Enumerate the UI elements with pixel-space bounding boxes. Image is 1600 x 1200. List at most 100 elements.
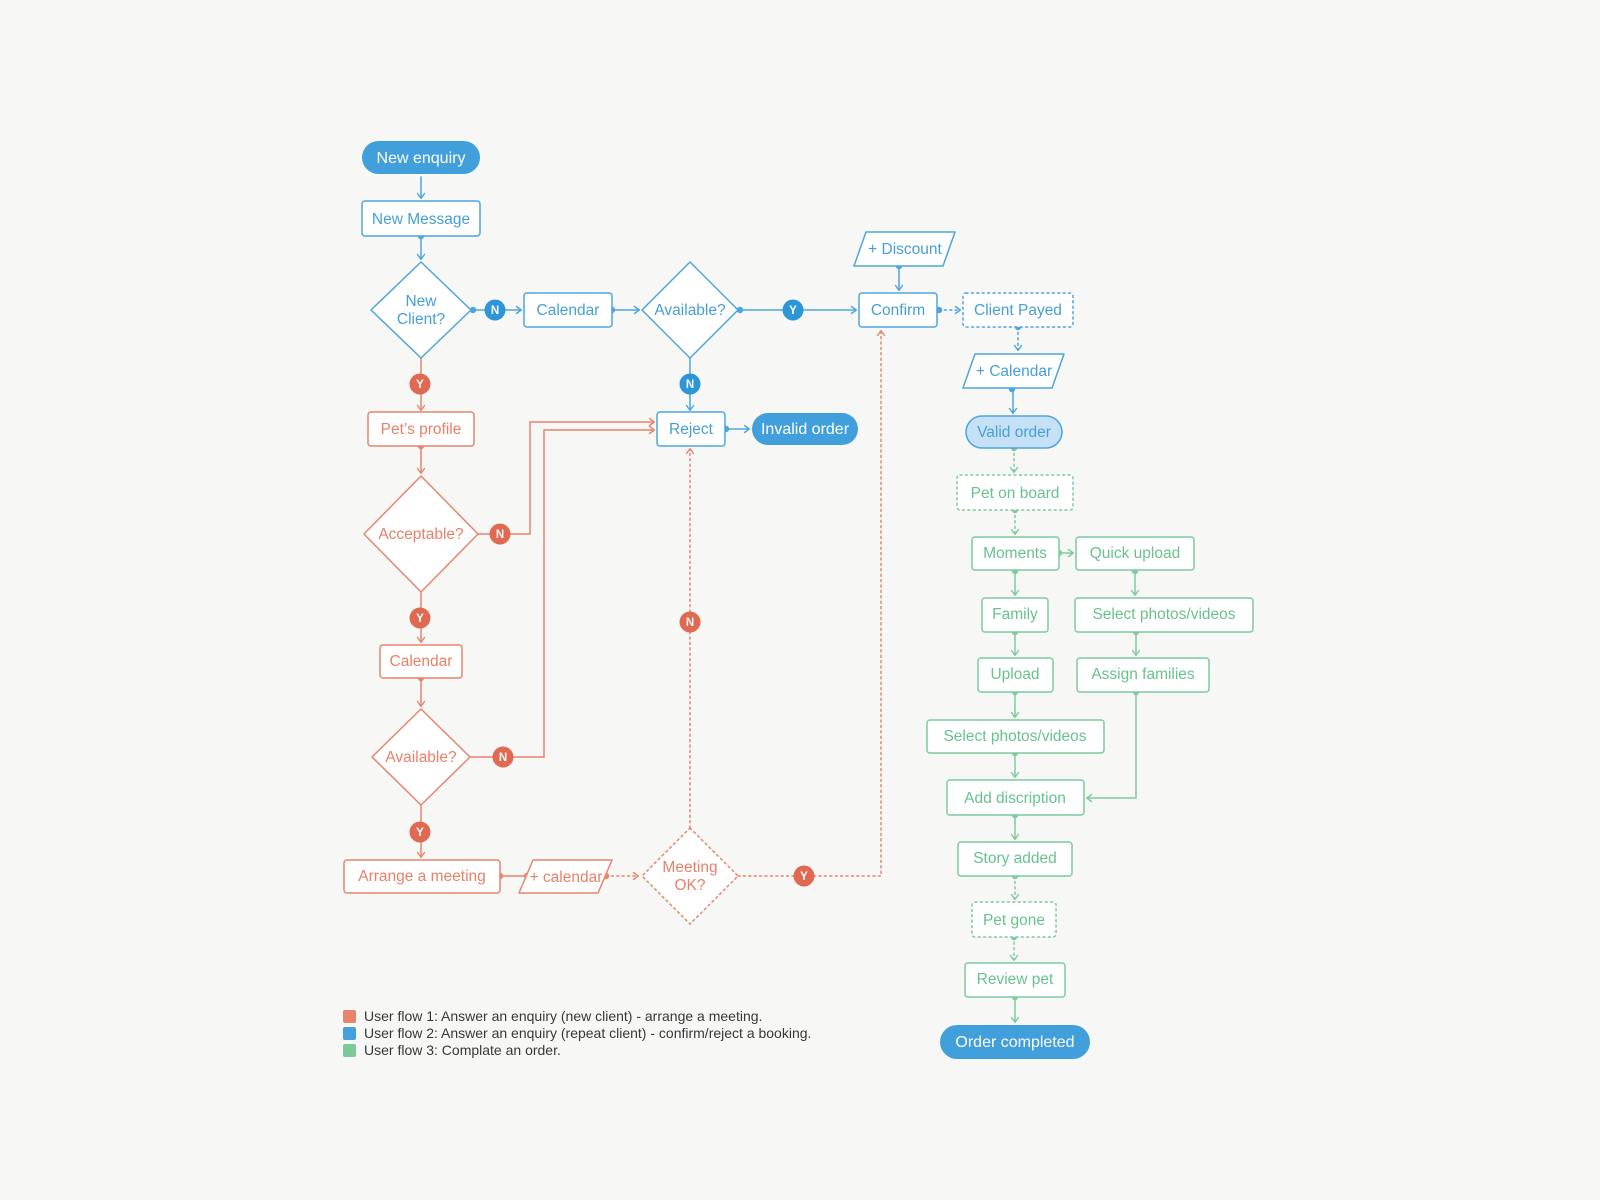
connector-dot xyxy=(469,306,477,314)
node-order-completed: Order completed xyxy=(940,1025,1090,1059)
legend-text-flow3: User flow 3: Complate an order. xyxy=(364,1042,561,1058)
meeting-ok-label-line1: Meeting xyxy=(662,859,717,876)
confirm-box xyxy=(858,292,938,328)
calendar-blue-label: Calendar xyxy=(537,302,600,319)
node-pet-on-board: Pet on board xyxy=(956,474,1074,511)
available-blue-diamond xyxy=(641,261,739,359)
svg-text:Y: Y xyxy=(416,379,424,391)
badge-available-red-no: N xyxy=(492,746,514,768)
arrange-meeting-box xyxy=(343,859,501,894)
order-completed-label: Order completed xyxy=(955,1034,1074,1051)
node-new-enquiry: New enquiry xyxy=(362,141,480,174)
node-add-discription: Add discription xyxy=(946,779,1085,816)
invalid-order-label: Invalid order xyxy=(761,421,850,438)
svg-text:N: N xyxy=(686,617,694,629)
node-calendar-blue: Calendar xyxy=(523,292,613,328)
arrange-meeting-label: Arrange a meeting xyxy=(358,868,486,885)
node-valid-order: Valid order xyxy=(965,415,1063,449)
pet-on-board-label: Pet on board xyxy=(971,485,1060,502)
quick-upload-label: Quick upload xyxy=(1090,545,1180,562)
node-arrange-meeting: Arrange a meeting xyxy=(343,859,501,894)
node-reject: Reject xyxy=(656,411,726,447)
available-blue-label: Available? xyxy=(654,302,726,319)
calendar-plus-red-label: + calendar xyxy=(530,869,603,886)
calendar-red-box xyxy=(379,644,463,679)
node-assign-families: Assign families xyxy=(1076,657,1210,693)
node-pets-profile: Pet’s profile xyxy=(367,411,475,447)
pet-on-board-box xyxy=(956,474,1074,511)
svg-text:Y: Y xyxy=(789,305,797,317)
node-calendar-plus-red: + calendar xyxy=(518,859,613,894)
select-photos-right-box xyxy=(1074,597,1254,633)
edge-acceptable-reject-no xyxy=(478,417,655,535)
valid-order-label: Valid order xyxy=(977,424,1051,441)
edge-meeting-ok-confirm-yes xyxy=(737,330,886,877)
svg-text:N: N xyxy=(491,305,499,317)
calendar-red-label: Calendar xyxy=(390,653,453,670)
pets-profile-box xyxy=(367,411,475,447)
review-pet-label: Review pet xyxy=(977,971,1054,988)
node-select-photos-left: Select photos/videos xyxy=(926,719,1105,754)
client-payed-box xyxy=(962,292,1074,328)
svg-text:Y: Y xyxy=(416,613,424,625)
badge-meeting-ok-yes: Y xyxy=(793,865,815,887)
badge-acceptable-no: N xyxy=(489,523,511,545)
available-red-diamond xyxy=(371,708,471,806)
badge-meeting-ok-no: N xyxy=(679,611,701,633)
client-payed-label: Client Payed xyxy=(974,302,1062,319)
new-client-label-line1: New xyxy=(405,293,437,310)
acceptable-label: Acceptable? xyxy=(378,526,464,543)
new-message-label: New Message xyxy=(372,211,470,228)
edge-available-reject-no-2 xyxy=(470,425,655,758)
node-calendar-plus: + Calendar xyxy=(962,353,1065,389)
order-completed-pill xyxy=(940,1025,1090,1059)
calendar-plus-label: + Calendar xyxy=(976,363,1052,380)
new-message-box xyxy=(361,200,481,237)
calendar-plus-parallelogram xyxy=(962,353,1065,389)
upload-box xyxy=(977,657,1054,693)
svg-text:N: N xyxy=(496,529,504,541)
invalid-order-pill xyxy=(752,413,858,445)
reject-label: Reject xyxy=(669,421,714,438)
node-family: Family xyxy=(981,597,1049,633)
select-photos-left-label: Select photos/videos xyxy=(943,728,1086,745)
meeting-ok-label-line2: OK? xyxy=(674,877,705,894)
node-discount: + Discount xyxy=(853,231,956,267)
pet-gone-box xyxy=(971,901,1057,938)
pets-profile-label: Pet’s profile xyxy=(381,421,462,438)
discount-label: + Discount xyxy=(868,241,942,258)
meeting-ok-diamond xyxy=(641,827,739,925)
connector-dot xyxy=(736,306,744,314)
node-client-payed: Client Payed xyxy=(962,292,1074,328)
badge-new-client-yes: Y xyxy=(409,373,431,395)
add-discription-label: Add discription xyxy=(964,790,1066,807)
node-available-blue-decision: Available? xyxy=(641,261,739,359)
legend-text-flow2: User flow 2: Answer an enquiry (repeat c… xyxy=(364,1025,811,1041)
new-enquiry-pill xyxy=(362,141,480,174)
new-enquiry-label: New enquiry xyxy=(377,150,466,167)
node-available-red-decision: Available? xyxy=(371,708,471,806)
assign-families-box xyxy=(1076,657,1210,693)
family-label: Family xyxy=(992,606,1038,623)
add-discription-box xyxy=(946,779,1085,816)
reject-box xyxy=(656,411,726,447)
review-pet-box xyxy=(964,962,1066,998)
upload-label: Upload xyxy=(990,666,1039,683)
node-calendar-red: Calendar xyxy=(379,644,463,679)
available-red-label: Available? xyxy=(385,749,457,766)
pet-gone-label: Pet gone xyxy=(983,912,1045,929)
story-added-label: Story added xyxy=(973,850,1057,867)
discount-parallelogram xyxy=(853,231,956,267)
badge-available-blue-yes: Y xyxy=(782,299,804,321)
moments-label: Moments xyxy=(983,545,1047,562)
valid-order-pill xyxy=(965,415,1063,449)
legend-swatch-flow2 xyxy=(343,1027,356,1040)
node-quick-upload: Quick upload xyxy=(1075,536,1195,571)
calendar-blue-box xyxy=(523,292,613,328)
edge-assign-add-discription xyxy=(1086,692,1137,803)
confirm-label: Confirm xyxy=(871,302,925,319)
select-photos-left-box xyxy=(926,719,1105,754)
select-photos-right-label: Select photos/videos xyxy=(1092,606,1235,623)
node-meeting-ok-decision: Meeting OK? xyxy=(641,827,739,925)
